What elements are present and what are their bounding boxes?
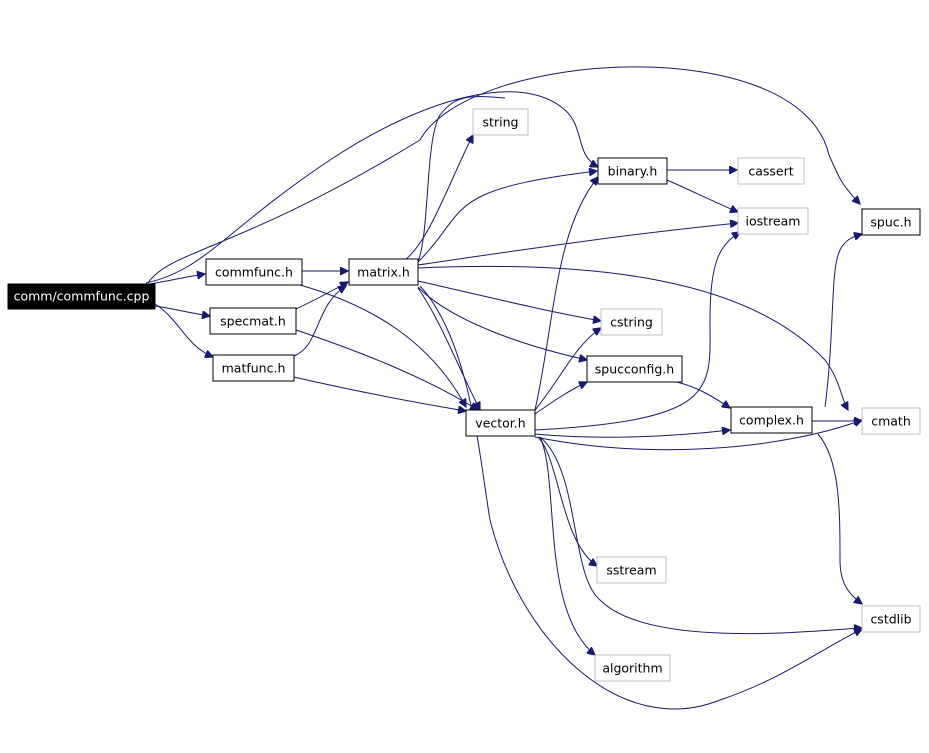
edge-specmat-h-to-vector-h <box>295 329 478 410</box>
node-label: cstdlib <box>870 612 911 627</box>
node-label: spuc.h <box>870 215 911 230</box>
edge-complex-h-to-cstdlib <box>817 433 862 604</box>
node-label: matrix.h <box>357 265 410 280</box>
node-cstring: cstring <box>600 308 663 336</box>
edge-matfunc-h-to-vector-h <box>293 376 466 411</box>
edge-commfunc-cpp-to-commfunc-h <box>149 274 205 285</box>
node-iostream: iostream <box>737 207 809 235</box>
node-label: sstream <box>606 563 656 578</box>
node-label: complex.h <box>739 413 804 428</box>
node-binary-h[interactable]: binary.h <box>597 157 668 185</box>
edge-matrix-h-to-string <box>404 135 473 261</box>
node-label: binary.h <box>608 164 658 179</box>
node-matfunc-h[interactable]: matfunc.h <box>212 354 295 382</box>
edge-vector-h-to-cmath <box>534 420 862 451</box>
node-label: vector.h <box>475 416 525 431</box>
node-label: algorithm <box>602 661 662 676</box>
node-label: cmath <box>871 414 911 429</box>
node-spuc-h[interactable]: spuc.h <box>861 208 921 236</box>
node-label: spucconfig.h <box>595 362 674 377</box>
node-specmat-h[interactable]: specmat.h <box>209 307 297 335</box>
edge-matrix-h-to-spucconfig-h <box>417 286 587 360</box>
edge-vector-h-to-binary-h <box>534 177 598 411</box>
node-label: iostream <box>746 214 801 229</box>
edge-specmat-h-to-matrix-h <box>295 282 348 310</box>
node-sstream: sstream <box>596 556 667 584</box>
edge-vector-h-to-cstdlib <box>539 436 862 635</box>
edges <box>145 66 862 710</box>
node-label: cstring <box>610 315 653 330</box>
edge-vector-h-to-complex-h <box>534 430 730 438</box>
node-label: matfunc.h <box>222 361 286 376</box>
edge-matrix-h-to-cstring <box>417 280 601 321</box>
node-cassert: cassert <box>737 157 805 185</box>
node-comm-commfunc-cpp: comm/commfunc.cpp <box>7 283 156 310</box>
node-label: specmat.h <box>220 314 286 329</box>
node-spucconfig-h[interactable]: spucconfig.h <box>586 355 683 383</box>
edge-commfunc-cpp-to-binary-h <box>145 91 598 284</box>
edge-vector-h-to-iostream <box>534 232 740 431</box>
edge-matrix-h-to-cmath <box>417 265 848 410</box>
edge-spucconfig-h-to-complex-h <box>676 381 730 408</box>
edge-matrix-h-to-vector-h <box>417 287 480 410</box>
edge-binary-h-to-iostream <box>666 179 738 212</box>
nodes: comm/commfunc.cpp commfunc.h specmat.h m… <box>7 108 921 682</box>
node-label: comm/commfunc.cpp <box>14 289 150 304</box>
node-commfunc-h[interactable]: commfunc.h <box>205 258 303 286</box>
edge-matfunc-h-to-matrix-h <box>293 286 346 357</box>
node-label: string <box>483 115 519 130</box>
edge-commfunc-cpp-to-matfunc-h <box>154 303 213 357</box>
edge-vector-h-to-cstring <box>534 328 601 411</box>
edge-matrix-h-loop-up <box>417 96 506 263</box>
node-cmath: cmath <box>861 407 921 435</box>
edge-vector-h-to-sstream <box>537 436 597 566</box>
edge-complex-h-to-spuc-h <box>824 234 862 408</box>
edge-commfunc-cpp-to-spuc-h <box>147 66 860 284</box>
node-label: commfunc.h <box>215 265 293 280</box>
node-matrix-h[interactable]: matrix.h <box>348 258 419 286</box>
edge-matrix-h-to-iostream <box>417 223 738 266</box>
edge-commfunc-h-to-vector-h <box>299 284 466 407</box>
node-complex-h[interactable]: complex.h <box>730 406 813 434</box>
edge-commfunc-cpp-to-specmat-h <box>154 305 210 316</box>
edge-vector-h-to-algorithm <box>539 436 595 655</box>
node-cstdlib: cstdlib <box>861 605 921 633</box>
node-algorithm: algorithm <box>594 654 671 682</box>
node-vector-h[interactable]: vector.h <box>465 409 536 437</box>
edge-matrix-h-to-cstdlib <box>419 285 862 710</box>
edge-vector-h-to-spucconfig-h <box>534 382 587 415</box>
node-string: string <box>472 108 529 136</box>
node-label: cassert <box>748 164 793 179</box>
edge-matrix-h-to-binary-h <box>417 171 597 263</box>
